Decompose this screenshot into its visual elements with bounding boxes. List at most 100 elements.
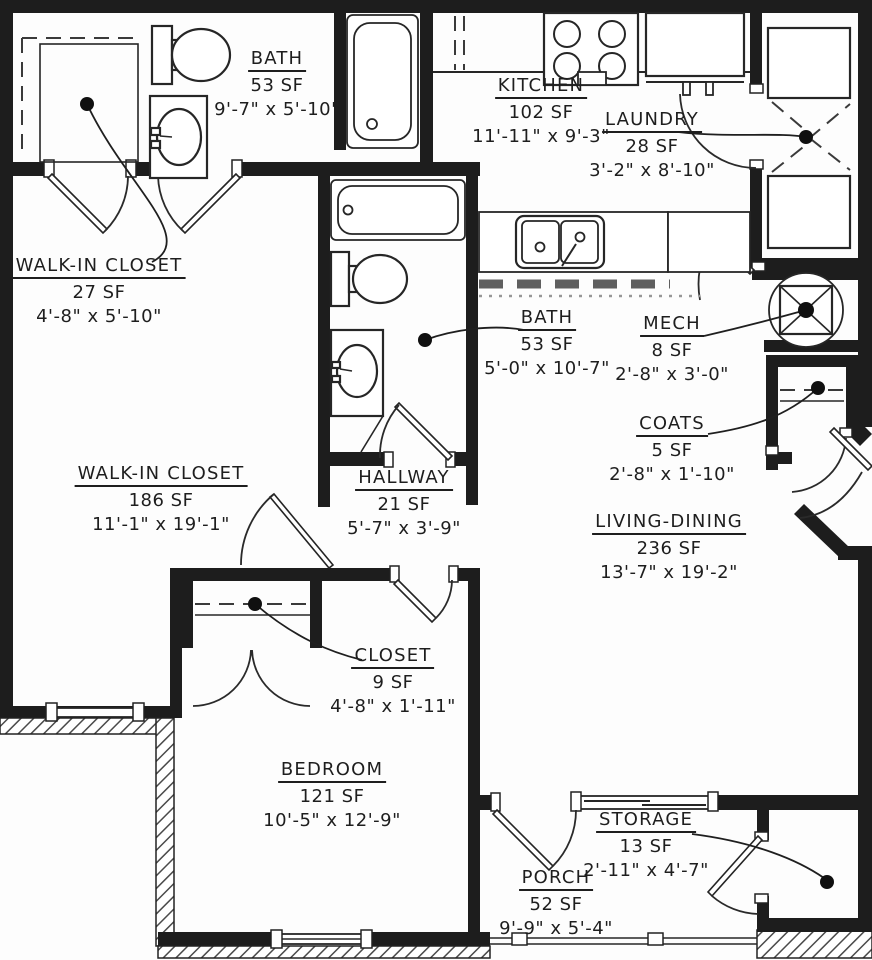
leader-dot [798, 302, 814, 318]
room-name: BATH [517, 306, 577, 332]
room-dims: 4'-8" x 1'-11" [330, 695, 456, 717]
sliding-door-porch [570, 791, 719, 812]
fixtures [21, 11, 852, 616]
leader-dot [248, 597, 262, 611]
door-storage [706, 834, 764, 915]
hatched-wall [756, 929, 872, 959]
room-area: 5 SF [651, 440, 693, 462]
door-laundry [679, 93, 757, 169]
sink-icon [148, 94, 209, 180]
kitchen-sink-icon [514, 214, 606, 270]
room-area: 53 SF [250, 75, 304, 97]
room-area: 53 SF [520, 334, 574, 356]
door-walk-in-closet-large [240, 492, 335, 570]
room-name: WALK-IN CLOSET [12, 254, 186, 280]
stove-icon [542, 11, 640, 87]
door-entry-angled [799, 426, 872, 519]
room-dims: 11'-1" x 19'-1" [92, 513, 230, 535]
room-label-bedroom: BEDROOM 121 SF 10'-5" x 12'-9" [263, 758, 401, 832]
door-bath-main [379, 401, 454, 462]
room-area: 121 SF [299, 786, 365, 808]
room-label-porch: PORCH 52 SF 9'-9" x 5'-4" [499, 866, 613, 940]
room-area: 52 SF [529, 894, 583, 916]
room-area: 102 SF [508, 102, 574, 124]
hatched-wall [155, 717, 175, 947]
leader-dot [820, 875, 834, 889]
toilet-icon [329, 250, 409, 308]
porch-edge [490, 932, 757, 946]
room-label-kitchen: KITCHEN 102 SF 11'-11" x 9'-3" [472, 74, 610, 148]
leader-dot [799, 130, 813, 144]
room-label-walk-in-closet-small: WALK-IN CLOSET 27 SF 4'-8" x 5'-10" [12, 254, 186, 328]
door-closet-bifold [192, 649, 311, 707]
toilet-icon [150, 24, 232, 86]
leader-dot [418, 333, 432, 347]
room-label-hallway: HALLWAY 21 SF 5'-7" x 3'-9" [347, 466, 461, 540]
room-dims: 2'-11" x 4'-7" [583, 859, 709, 881]
room-dims: 5'-7" x 3'-9" [347, 517, 461, 539]
hatched-wall [157, 945, 491, 959]
room-name: LAUNDRY [601, 108, 702, 134]
room-dims: 9'-7" x 5'-10" [214, 98, 340, 120]
room-label-living-dining: LIVING-DINING 236 SF 13'-7" x 19'-2" [592, 510, 746, 584]
room-name: CLOSET [351, 644, 435, 670]
room-label-coats: COATS 5 SF 2'-8" x 1'-10" [609, 412, 735, 486]
room-label-storage: STORAGE 13 SF 2'-11" x 4'-7" [583, 808, 709, 882]
room-label-closet: CLOSET 9 SF 4'-8" x 1'-11" [330, 644, 456, 718]
refrigerator-icon [644, 11, 746, 96]
window-bedroom [270, 929, 373, 949]
room-area: 28 SF [625, 136, 679, 158]
door-closet-small [46, 172, 129, 235]
room-area: 236 SF [636, 538, 702, 560]
leader-lines [80, 97, 834, 889]
room-name: MECH [640, 312, 704, 338]
room-area: 9 SF [372, 672, 414, 694]
room-area: 21 SF [377, 494, 431, 516]
room-dims: 11'-11" x 9'-3" [472, 125, 610, 147]
room-name: BEDROOM [277, 758, 387, 784]
room-dims: 4'-8" x 5'-10" [36, 305, 162, 327]
leader-dot [811, 381, 825, 395]
coats-shelf [780, 389, 844, 402]
window-closet-left [45, 702, 145, 722]
room-name: WALK-IN CLOSET [74, 462, 248, 488]
room-label-mech: MECH 8 SF 2'-8" x 3'-0" [615, 312, 729, 386]
door-bath-upper [157, 172, 242, 235]
room-name: COATS [636, 412, 708, 438]
room-name: STORAGE [595, 808, 697, 834]
room-area: 8 SF [651, 340, 693, 362]
door-jambs [43, 83, 853, 904]
room-label-laundry: LAUNDRY 28 SF 3'-2" x 8'-10" [589, 108, 715, 182]
room-dims: 13'-7" x 19'-2" [600, 561, 738, 583]
room-name: HALLWAY [355, 466, 453, 492]
room-label-walk-in-closet-large: WALK-IN CLOSET 186 SF 11'-1" x 19'-1" [74, 462, 248, 536]
sink-icon [329, 328, 385, 453]
room-area: 13 SF [619, 836, 673, 858]
room-area: 27 SF [72, 282, 126, 304]
room-dims: 9'-9" x 5'-4" [499, 917, 613, 939]
room-dims: 10'-5" x 12'-9" [263, 809, 401, 831]
closet-shelf-small [21, 37, 139, 163]
door-coats [791, 437, 847, 493]
door-front-porch [491, 808, 577, 872]
room-name: KITCHEN [494, 74, 588, 100]
room-name: LIVING-DINING [592, 510, 746, 536]
room-dims: 3'-2" x 8'-10" [589, 159, 715, 181]
room-name: BATH [247, 47, 307, 73]
room-dims: 2'-8" x 1'-10" [609, 463, 735, 485]
room-label-bath-main: BATH 53 SF 5'-0" x 10'-7" [484, 306, 610, 380]
door-bedroom [392, 578, 453, 624]
leader-dot [80, 97, 94, 111]
room-label-bath-upper: BATH 53 SF 9'-7" x 5'-10" [214, 47, 340, 121]
room-name: PORCH [518, 866, 594, 892]
bathtub-icon [346, 14, 419, 149]
washer-icon [766, 26, 852, 138]
windows [45, 702, 757, 949]
bathtub-icon [330, 179, 466, 241]
room-dims: 2'-8" x 3'-0" [615, 363, 729, 385]
room-area: 186 SF [128, 490, 194, 512]
